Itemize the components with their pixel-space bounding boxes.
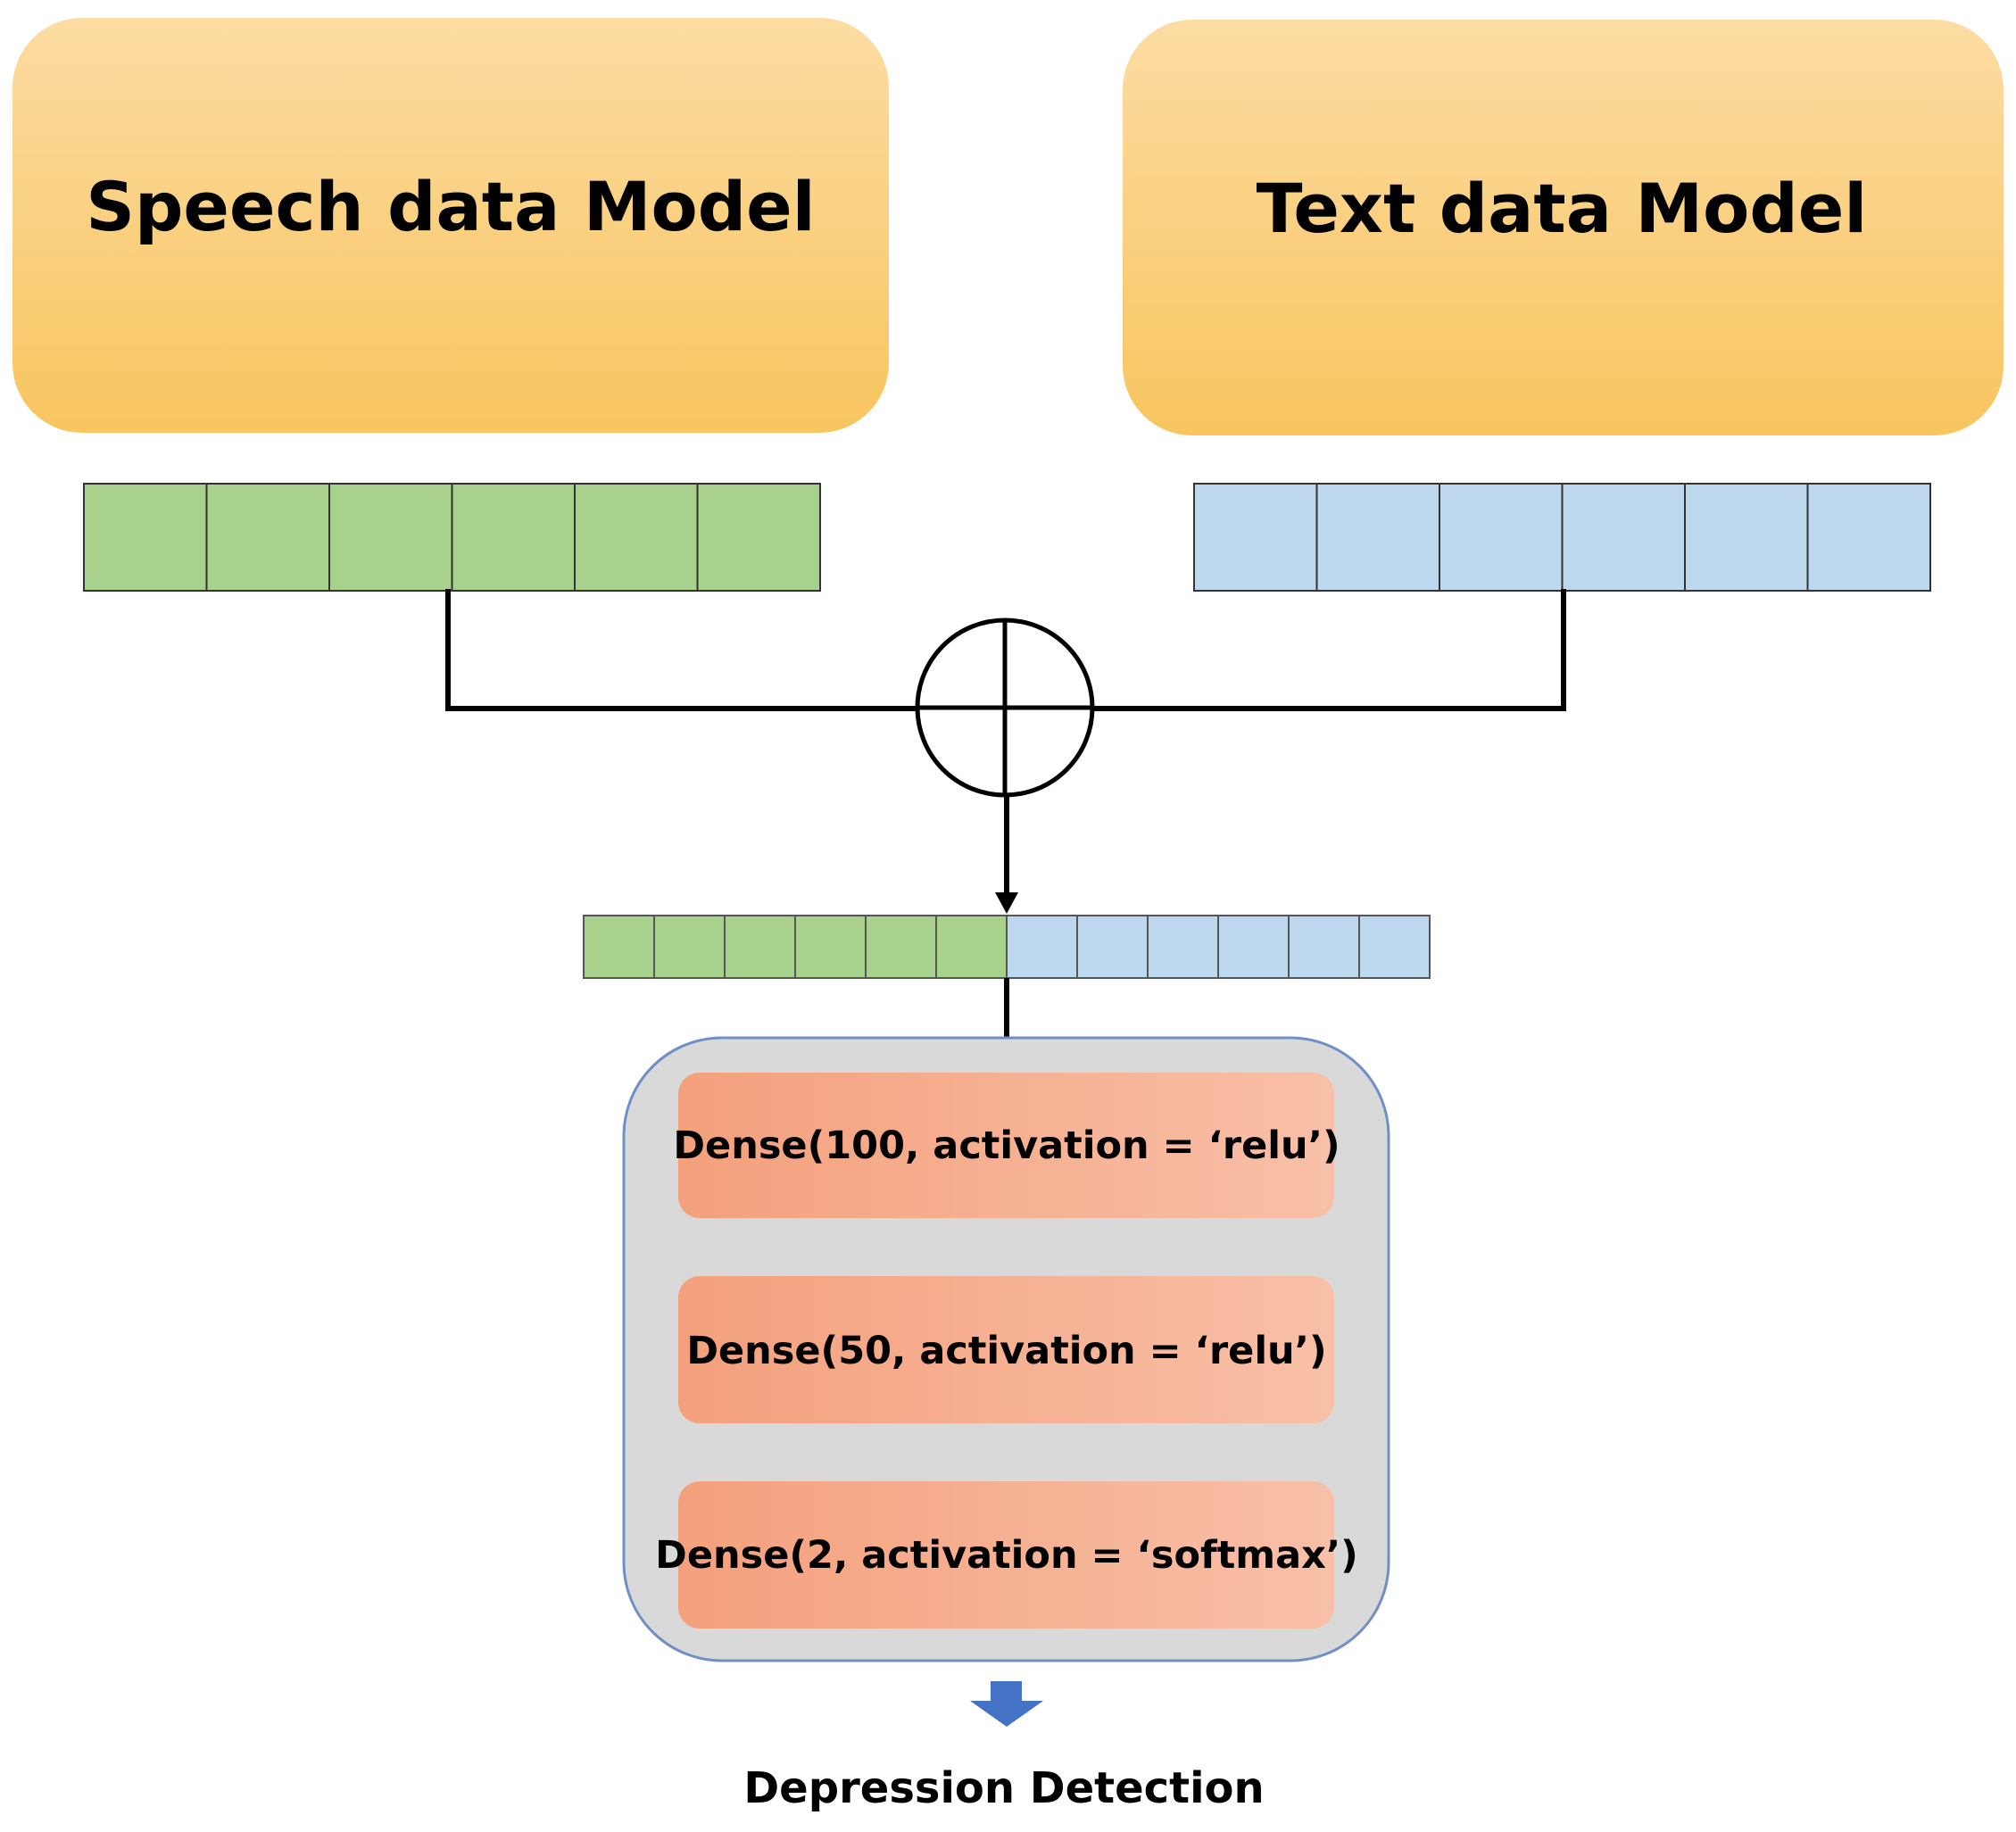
speech-vector-cell <box>696 483 821 592</box>
dense-layer-1: Dense(100, activation = ‘relu’) <box>673 1073 1340 1218</box>
speech-model-title: Speech data Model <box>86 167 815 246</box>
text-model-title: Text data Model <box>1257 169 1868 248</box>
combined-speech-cell <box>724 915 796 979</box>
text-feature-vector <box>1193 483 1931 592</box>
output-label: Depression Detection <box>743 1763 1264 1813</box>
dense-layer-3-label: Dense(2, activation = ‘softmax’) <box>655 1533 1358 1578</box>
speech-connector <box>445 589 917 711</box>
combined-text-cell <box>1076 915 1149 979</box>
combined-speech-cell <box>653 915 726 979</box>
speech-vector-cell <box>451 483 576 592</box>
combined-text-cell <box>1147 915 1219 979</box>
combined-speech-cell <box>794 915 867 979</box>
arrow-down-icon <box>995 795 1018 914</box>
concatenate-icon <box>915 618 1095 798</box>
combined-text-cell <box>1217 915 1290 979</box>
text-vector-cell <box>1561 483 1686 592</box>
text-model-box: Text data Model <box>1123 20 2004 435</box>
text-connector <box>1092 589 1566 711</box>
combined-text-cell <box>1358 915 1431 979</box>
text-vector-cell <box>1806 483 1931 592</box>
speech-vector-cell <box>574 483 699 592</box>
combined-feature-vector <box>583 915 1431 979</box>
text-vector-cell <box>1193 483 1318 592</box>
dense-layer-1-label: Dense(100, activation = ‘relu’) <box>673 1123 1340 1168</box>
combined-text-cell <box>1288 915 1360 979</box>
text-vector-cell <box>1315 483 1440 592</box>
output-arrow-icon <box>970 1681 1043 1727</box>
speech-model-box: Speech data Model <box>12 18 889 433</box>
speech-vector-cell <box>83 483 208 592</box>
speech-vector-cell <box>205 483 330 592</box>
dense-layer-3: Dense(2, activation = ‘softmax’) <box>655 1481 1358 1629</box>
combined-speech-cell <box>865 915 937 979</box>
dense-layer-2-label: Dense(50, activation = ‘relu’) <box>686 1329 1326 1373</box>
dense-layer-2: Dense(50, activation = ‘relu’) <box>678 1276 1334 1423</box>
combined-speech-cell <box>583 915 655 979</box>
speech-feature-vector <box>83 483 821 592</box>
dense-block: Dense(100, activation = ‘relu’) Dense(50… <box>622 1036 1390 1662</box>
text-vector-cell <box>1439 483 1564 592</box>
speech-vector-cell <box>328 483 453 592</box>
combined-speech-cell <box>935 915 1008 979</box>
text-vector-cell <box>1684 483 1809 592</box>
combined-text-cell <box>1006 915 1078 979</box>
